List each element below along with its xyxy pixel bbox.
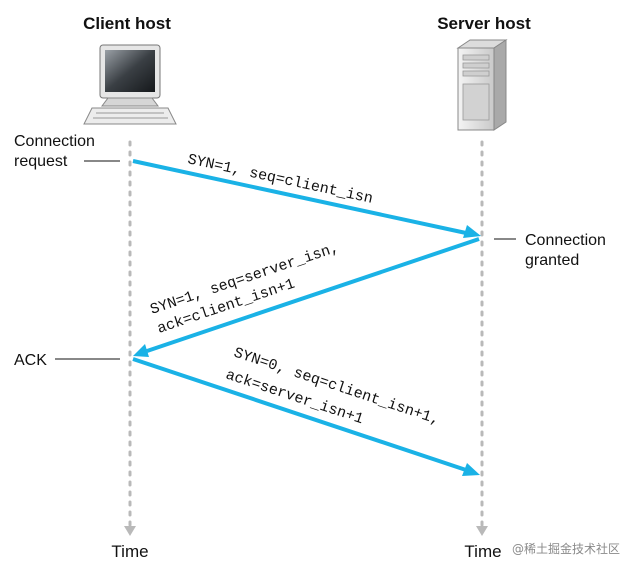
ack-arrow bbox=[132, 357, 480, 476]
syn-ack-arrow bbox=[133, 237, 480, 357]
client-computer-icon bbox=[83, 44, 177, 125]
server-timeline-arrowhead bbox=[476, 526, 488, 536]
client-timeline-arrowhead bbox=[124, 526, 136, 536]
server-host-title: Server host bbox=[437, 14, 531, 33]
ack-label: ACK bbox=[14, 352, 47, 369]
connection-granted-label-line1: Connection bbox=[525, 232, 606, 249]
watermark: @稀土掘金技术社区 bbox=[512, 541, 620, 556]
syn-arrow bbox=[132, 159, 481, 238]
server-tower-icon bbox=[456, 39, 508, 131]
connection-granted-label-line2: granted bbox=[525, 252, 579, 269]
client-time-label: Time bbox=[111, 542, 148, 561]
connection-request-label-line1: Connection bbox=[14, 133, 95, 150]
connection-request-label-line2: request bbox=[14, 153, 68, 170]
client-host-title: Client host bbox=[83, 14, 171, 33]
server-time-label: Time bbox=[464, 542, 501, 561]
